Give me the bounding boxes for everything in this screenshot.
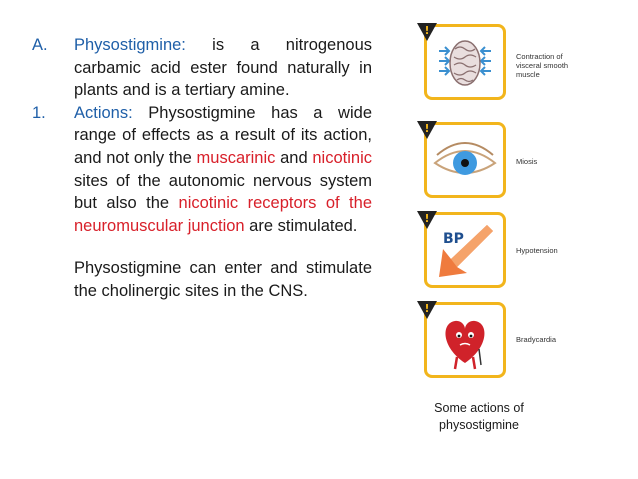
svg-text:!: ! <box>424 302 429 315</box>
highlight-nicotinic-receptors: nicotinic receptors of the neuromuscular… <box>74 194 372 235</box>
item-marker: 1. <box>32 103 46 122</box>
effect-label-miosis: Miosis <box>516 157 538 166</box>
panel-bradycardia <box>424 302 506 378</box>
svg-text:!: ! <box>424 122 429 135</box>
warning-icon: ! <box>417 211 437 229</box>
list-item-1: 1. Actions: Physostigmine has a wide ran… <box>32 102 372 238</box>
term-label: Actions: <box>74 103 133 122</box>
heart-icon <box>445 320 485 370</box>
item-text: and <box>275 148 313 167</box>
intestine-icon <box>439 40 491 86</box>
svg-text:!: ! <box>424 24 429 37</box>
item-text: is a nitrogenous carbamic acid ester fou… <box>74 36 372 100</box>
item-text: Physostigmine has a wide range of effect… <box>74 103 372 167</box>
warning-icon: ! <box>417 301 437 319</box>
figure-caption: Some actions of physostigmine <box>434 401 524 432</box>
text-column: A. Physostigmine: is a nitrogenous carba… <box>32 34 372 303</box>
term-label: Physostigmine: <box>74 36 186 54</box>
cns-paragraph: Physostigmine can enter and stimulate th… <box>74 259 372 300</box>
effect-label-bradycardia: Bradycardia <box>516 335 557 344</box>
effect-label-smooth-muscle: Contraction of visceral smooth muscle <box>516 52 569 79</box>
bp-down-arrow-icon: BP <box>439 225 493 277</box>
effect-label-hypotension: Hypotension <box>516 246 558 255</box>
item-text: are stimulated. <box>244 216 358 235</box>
actions-figure: ! Contraction of visceral smooth muscle … <box>412 12 612 392</box>
item-text: sites of the autonomic nervous system bu… <box>74 171 372 213</box>
svg-text:!: ! <box>424 212 429 225</box>
highlight-muscarinic: muscarinic <box>196 148 276 167</box>
panel-miosis <box>424 122 506 198</box>
eye-icon <box>433 142 497 175</box>
list-item-a: A. Physostigmine: is a nitrogenous carba… <box>32 34 372 102</box>
item-marker: A. <box>32 36 48 54</box>
highlight-nicotinic: nicotinic <box>312 148 372 167</box>
warning-icon: ! <box>417 23 437 41</box>
panel-smooth-muscle <box>424 24 506 100</box>
warning-icon: ! <box>417 121 437 139</box>
bp-text: BP <box>443 231 464 247</box>
panel-hypotension: BP <box>424 212 506 288</box>
